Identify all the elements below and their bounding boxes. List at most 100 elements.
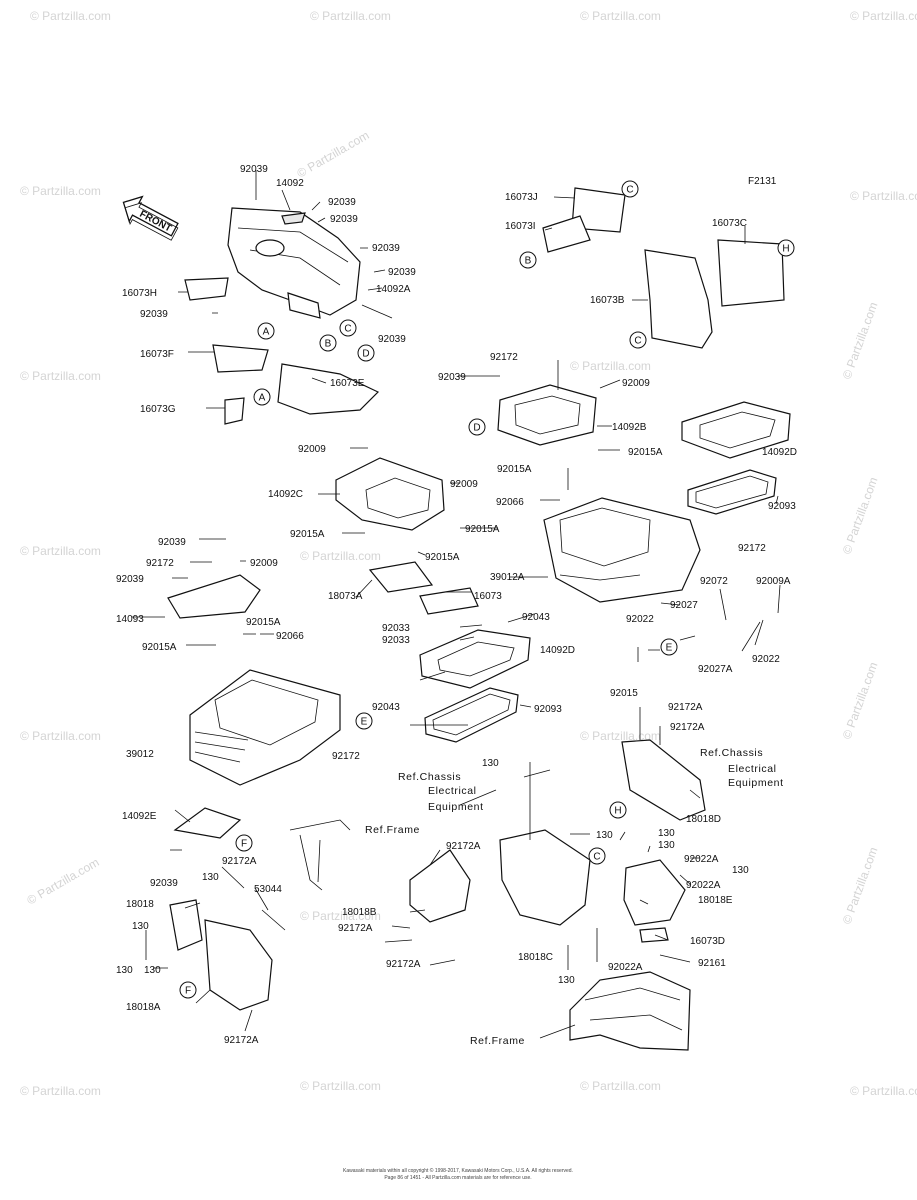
part-label: 39012A [490,572,525,583]
part-label: 16073G [140,404,176,415]
part-label: 14092D [540,645,575,656]
watermark-text: © Partzilla.com [300,1079,381,1093]
svg-text:H: H [614,806,621,817]
watermark-text: © Partzilla.com [20,729,101,743]
part-label: 92039 [140,309,168,320]
callout-H1: H [777,239,795,257]
part-label: 14092B [612,422,647,433]
part-label: 130 [132,921,149,932]
callout-F2: F [179,981,197,999]
part-label: 92033 [382,623,410,634]
callout-D1: D [357,344,375,362]
svg-text:H: H [782,244,789,255]
part-label: 92015A [497,464,532,475]
part-label: 92039 [372,243,400,254]
svg-text:E: E [666,643,673,654]
callout-A1: A [257,322,275,340]
part-label: 92027A [698,664,733,675]
part-label: 92015A [290,529,325,540]
part-label: 130 [202,872,219,883]
watermark-text: © Partzilla.com [570,359,651,373]
part-label: 92015A [628,447,663,458]
part-label: 14093 [116,614,144,625]
part-label: 92172 [146,558,174,569]
part-label: Ref.Frame [365,824,420,836]
watermark-text: © Partzilla.com [840,660,881,741]
part-label: 14092A [376,284,411,295]
callout-C4: C [588,847,606,865]
part-label: 18018E [698,895,733,906]
part-label: 92022A [684,854,719,865]
part-label: 130 [144,965,161,976]
callout-A2: A [253,388,271,406]
part-label: 92172A [222,856,257,867]
part-label: Ref.Frame [470,1035,525,1047]
callout-B2: B [519,251,537,269]
watermark-text: © Partzilla.com [580,729,661,743]
part-label: 16073I [505,221,536,232]
watermark-text: © Partzilla.com [300,549,381,563]
watermark-text: © Partzilla.com [295,128,372,181]
part-label: 92172A [386,959,421,970]
part-label: 16073E [330,378,365,389]
watermark-text: © Partzilla.com [20,184,101,198]
svg-text:B: B [525,256,532,267]
part-label: 14092D [762,447,797,458]
part-label: 14092E [122,811,157,822]
part-label: 92022A [608,962,643,973]
part-label: Equipment [428,801,484,813]
watermark-text: © Partzilla.com [300,909,381,923]
part-label: 14092 [276,178,304,189]
svg-text:F: F [241,839,247,850]
part-label: 18018A [126,1002,161,1013]
part-label: 130 [658,828,675,839]
part-label: 92022A [686,880,721,891]
callout-E1: E [660,638,678,656]
callout-H2: H [609,801,627,819]
part-label: 18073A [328,591,363,602]
part-label: 18018C [518,952,553,963]
part-label: 92009 [450,479,478,490]
part-label: 92015A [425,552,460,563]
part-label: 92039 [240,164,268,175]
watermark-text: © Partzilla.com [25,855,102,908]
part-label: 92015A [465,524,500,535]
part-label: 92039 [158,537,186,548]
part-label: 92009 [250,558,278,569]
part-labels: 92039 14092 92039 92039 92039 92039 14092A 1607… [116,164,797,1047]
part-label: 92066 [276,631,304,642]
part-label: 92015A [142,642,177,653]
part-label: 92161 [698,958,726,969]
watermark-text: © Partzilla.com [20,369,101,383]
part-label: 92172A [668,702,703,713]
part-label: 130 [116,965,133,976]
part-label: 92039 [330,214,358,225]
part-label: 14092C [268,489,303,500]
part-label: 130 [596,830,613,841]
callout-circles: A B C D A C B H C D E E H F F C [179,180,795,999]
part-label: 92027 [670,600,698,611]
front-arrow-icon: FRONT [122,195,179,241]
callout-B1: B [319,334,337,352]
part-label: 92066 [496,497,524,508]
part-label: 92039 [116,574,144,585]
part-label: 130 [558,975,575,986]
part-label: 92022 [752,654,780,665]
part-label: 16073B [590,295,625,306]
part-label: 92072 [700,576,728,587]
callout-F1: F [235,834,253,852]
watermark-layer: © Partzilla.com © Partzilla.com © Partzill… [20,9,917,1098]
part-label: 92009 [298,444,326,455]
part-label: 92043 [522,612,550,623]
part-label: 92015 [610,688,638,699]
part-label: Equipment [728,777,784,789]
svg-text:E: E [361,717,368,728]
part-label: 92172 [332,751,360,762]
part-label: 92009A [756,576,791,587]
leader-lines [132,170,781,1039]
part-label: 130 [658,840,675,851]
svg-text:D: D [473,423,480,434]
part-label: 130 [732,865,749,876]
part-label: Electrical [428,785,477,797]
svg-text:C: C [344,324,351,335]
